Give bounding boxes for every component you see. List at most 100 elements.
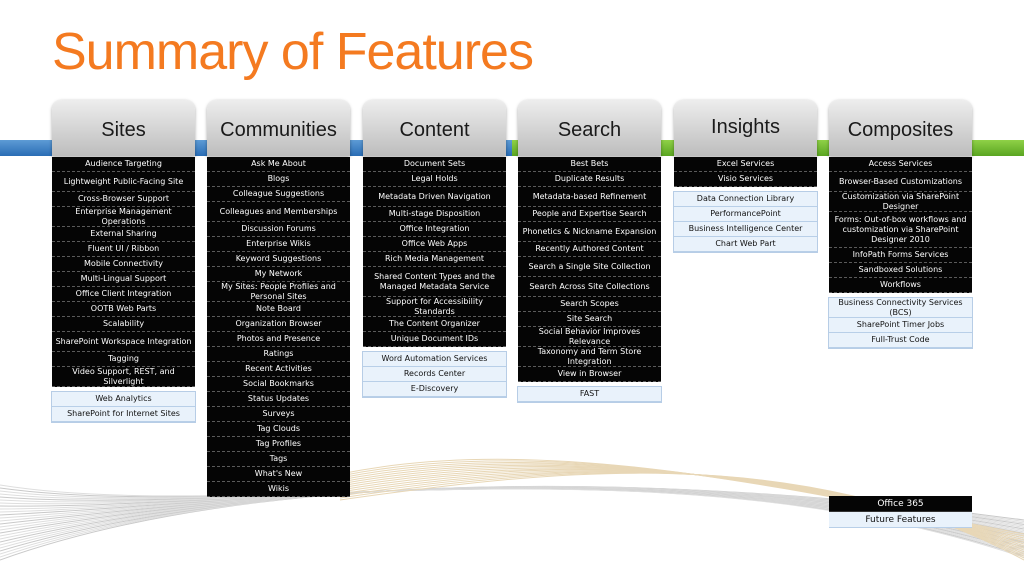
feature-item: Multi-stage Disposition (363, 207, 506, 222)
feature-item: Visio Services (674, 172, 817, 187)
feature-item: My Sites: People Profiles and Personal S… (207, 282, 350, 302)
feature-item: Scalability (52, 317, 195, 332)
feature-item: Search Across Site Collections (518, 277, 661, 297)
feature-item: Excel Services (674, 157, 817, 172)
tab-insights (674, 100, 817, 156)
feature-item: Web Analytics (52, 392, 195, 407)
feature-item: Ratings (207, 347, 350, 362)
feature-item: FAST (518, 387, 661, 402)
feature-item: Support for Accessibility Standards (363, 297, 506, 317)
feature-item: Chart Web Part (674, 237, 817, 252)
feature-item: SharePoint Timer Jobs (829, 318, 972, 333)
feature-item: Document Sets (363, 157, 506, 172)
feature-item: Fluent UI / Ribbon (52, 242, 195, 257)
tab-composites (829, 100, 972, 156)
feature-item: Tags (207, 452, 350, 467)
feature-item: Photos and Presence (207, 332, 350, 347)
feature-item: Search Scopes (518, 297, 661, 312)
feature-item: Shared Content Types and the Managed Met… (363, 267, 506, 297)
feature-item: PerformancePoint (674, 207, 817, 222)
feature-item: Unique Document IDs (363, 332, 506, 347)
feature-item: SharePoint Workspace Integration (52, 332, 195, 352)
feature-item: E-Discovery (363, 382, 506, 397)
column-title: Search (557, 119, 622, 141)
feature-item: View in Browser (518, 367, 661, 382)
feature-item: Best Bets (518, 157, 661, 172)
feature-item: Tag Clouds (207, 422, 350, 437)
column-title: Communities (220, 119, 337, 141)
feature-item: Audience Targeting (52, 157, 195, 172)
feature-item: Office Client Integration (52, 287, 195, 302)
feature-item: The Content Organizer (363, 317, 506, 332)
feature-item: Multi-Lingual Support (52, 272, 195, 287)
feature-item: Lightweight Public-Facing Site (52, 172, 195, 192)
future-features-group: FAST (518, 387, 661, 402)
feature-item: OOTB Web Parts (52, 302, 195, 317)
feature-item: Business Intelligence Center (674, 222, 817, 237)
feature-item: Access Services (829, 157, 972, 172)
tab-communities (207, 100, 350, 156)
feature-item: Forms: Out-of-box workflows and customiz… (829, 212, 972, 248)
feature-item: My Network (207, 267, 350, 282)
feature-item: Duplicate Results (518, 172, 661, 187)
feature-item: Cross-Browser Support (52, 192, 195, 207)
feature-item: Social Behavior Improves Relevance (518, 327, 661, 347)
feature-item: Office Web Apps (363, 237, 506, 252)
feature-item: Video Support, REST, and Silverlight (52, 367, 195, 387)
feature-item: Status Updates (207, 392, 350, 407)
feature-item: Full-Trust Code (829, 333, 972, 348)
feature-item: Mobile Connectivity (52, 257, 195, 272)
feature-item: Social Bookmarks (207, 377, 350, 392)
column-title: Content (399, 119, 470, 141)
feature-item: Tag Profiles (207, 437, 350, 452)
feature-item: Colleague Suggestions (207, 187, 350, 202)
feature-item: Browser-Based Customizations (829, 172, 972, 192)
page-title: Summary of Features (52, 23, 534, 81)
feature-item: Site Search (518, 312, 661, 327)
tab-content (363, 100, 506, 156)
feature-item: People and Expertise Search (518, 207, 661, 222)
column-title: Sites (101, 119, 146, 141)
feature-item: Data Connection Library (674, 192, 817, 207)
feature-item: Ask Me About (207, 157, 350, 172)
feature-item: Phonetics & Nickname Expansion (518, 222, 661, 242)
column-title: Insights (711, 116, 780, 138)
feature-item: Wikis (207, 482, 350, 497)
feature-item: Note Board (207, 302, 350, 317)
feature-item: Search a Single Site Collection (518, 257, 661, 277)
feature-item: Recently Authored Content (518, 242, 661, 257)
future-features-group: Business Connectivity Services (BCS)Shar… (829, 298, 972, 348)
column-title: Composites (847, 119, 954, 141)
feature-item: Organization Browser (207, 317, 350, 332)
feature-item: Word Automation Services (363, 352, 506, 367)
tab-sites (52, 100, 195, 156)
feature-item: Rich Media Management (363, 252, 506, 267)
feature-item: Enterprise Management Operations (52, 207, 195, 227)
feature-item: Recent Activities (207, 362, 350, 377)
feature-item: Discussion Forums (207, 222, 350, 237)
feature-item: Tagging (52, 352, 195, 367)
feature-item: Surveys (207, 407, 350, 422)
tab-search (518, 100, 661, 156)
feature-item: Taxonomy and Term Store Integration (518, 347, 661, 367)
feature-item: Metadata-based Refinement (518, 187, 661, 207)
legend-future-features: Future Features (829, 512, 972, 528)
feature-item: Enterprise Wikis (207, 237, 350, 252)
feature-item: InfoPath Forms Services (829, 248, 972, 263)
feature-item: What's New (207, 467, 350, 482)
